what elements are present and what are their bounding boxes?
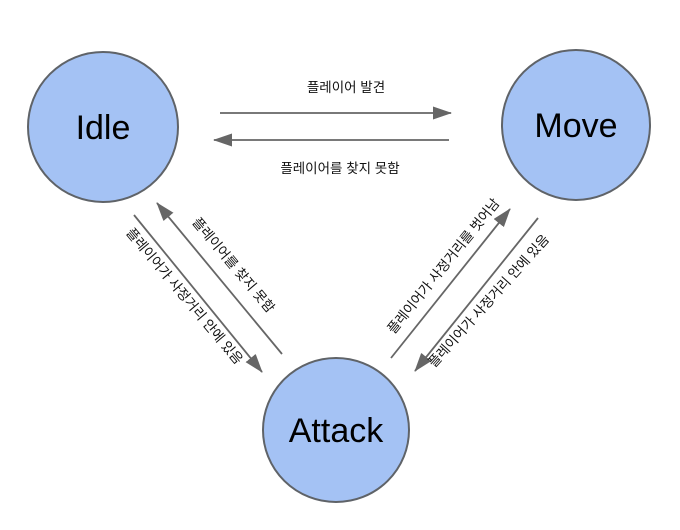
arrow-attack-to-move bbox=[390, 208, 511, 359]
arrow-idle-to-attack bbox=[133, 214, 263, 373]
state-circle-idle bbox=[27, 51, 179, 203]
state-label-attack: Attack bbox=[289, 412, 384, 450]
transition-arrows bbox=[133, 106, 539, 373]
state-node-idle: Idle bbox=[27, 51, 179, 203]
transition-label-move-to-idle: 플레이어를 찾지 못함 bbox=[280, 161, 399, 176]
state-node-move: Move bbox=[501, 49, 651, 201]
state-label-move: Move bbox=[534, 107, 617, 145]
arrow-attack-to-idle bbox=[156, 202, 283, 355]
state-circle-move bbox=[501, 49, 651, 201]
state-circle-attack bbox=[262, 357, 410, 503]
arrow-move-to-attack bbox=[414, 217, 539, 372]
transition-labels: 플레이어 발견 플레이어를 찾지 못함 플레이어를 찾지 못함 플레이어가 사정… bbox=[123, 80, 552, 370]
state-nodes: Idle Move Attack bbox=[27, 49, 651, 503]
state-node-attack: Attack bbox=[262, 357, 410, 503]
transition-label-idle-to-move: 플레이어 발견 bbox=[307, 80, 385, 95]
state-label-idle: Idle bbox=[76, 109, 131, 147]
